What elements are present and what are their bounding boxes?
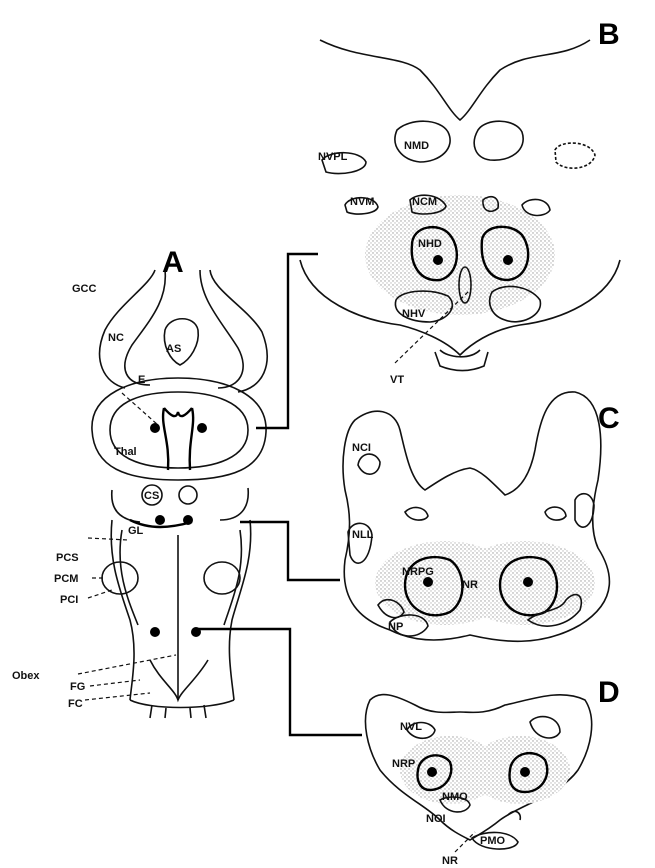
label-cs: CS [144,490,159,502]
label-nhv: NHV [402,308,426,320]
panel-label-b: B [598,18,620,51]
label-nvm: NVM [350,196,374,208]
label-nll: NLL [352,529,374,541]
label-nvl: NVL [400,721,422,733]
label-vt: VT [390,374,404,386]
label-nrpg: NRPG [402,566,434,578]
panel-label-d: D [598,676,620,709]
label-nc: NC [108,332,124,344]
label-fg: FG [70,681,85,693]
label-thal: Thal [114,446,137,458]
label-pcs: PCS [56,552,79,564]
label-fc: FC [68,698,83,710]
label-pmo: PMO [480,835,506,847]
label-nr-d: NR [442,855,458,867]
label-pcm: PCM [54,573,78,585]
label-nhd: NHD [418,238,442,250]
label-pci: PCI [60,594,78,606]
label-obex: Obex [12,670,40,682]
label-gl: GL [128,525,144,537]
label-e: E [138,374,145,386]
label-ncm: NCM [412,196,437,208]
label-noi: NOI [426,813,446,825]
panel-label-c: C [598,402,620,435]
panel-label-a: A [162,246,184,279]
label-nvpl: NVPL [318,151,348,163]
label-gcc: GCC [72,283,97,295]
label-nci: NCI [352,442,371,454]
label-np: NP [388,621,403,633]
label-as: AS [166,343,181,355]
label-nrp: NRP [392,758,415,770]
label-nmd: NMD [404,140,429,152]
label-nmo: NMO [442,791,468,803]
label-nr-c: NR [462,579,478,591]
